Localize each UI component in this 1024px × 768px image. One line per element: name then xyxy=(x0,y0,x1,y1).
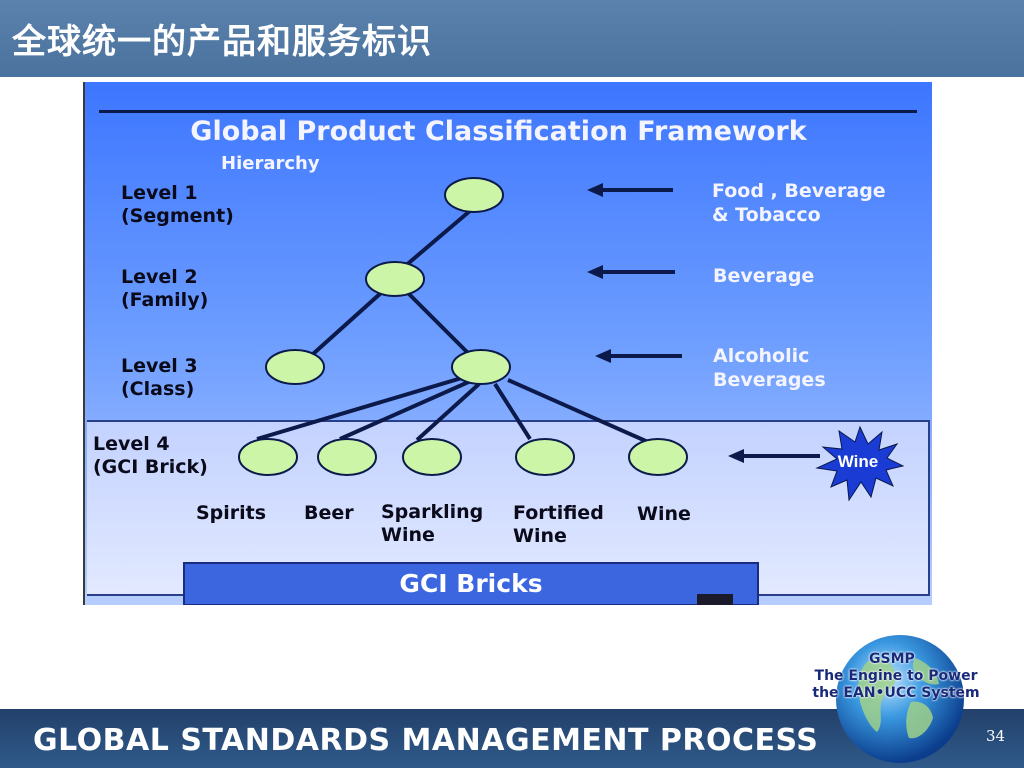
brick-label-sparkling-line2: Wine xyxy=(381,524,435,546)
level-4-name: Level 4 xyxy=(93,433,170,455)
gpc-diagram: Global Product Classification Framework … xyxy=(83,82,932,605)
level-1-name: Level 1 xyxy=(121,182,198,204)
brick-label-fortified-line2: Wine xyxy=(513,525,567,547)
node-brick-spirits xyxy=(238,438,298,476)
brick-label-beer: Beer xyxy=(304,502,354,525)
arrow-family-icon xyxy=(587,265,675,279)
node-level3-b xyxy=(451,349,511,385)
node-level2 xyxy=(365,261,425,297)
example-class-line1: Alcoholic xyxy=(713,345,810,367)
edge-l3-spirits xyxy=(256,375,466,441)
edge-l2-l3a xyxy=(311,290,384,356)
artifact-dark-spot xyxy=(697,594,733,605)
example-family: Beverage xyxy=(713,264,814,288)
example-segment-line1: Food , Beverage xyxy=(712,180,886,202)
brick-label-sparkling: Sparkling Wine xyxy=(381,501,483,547)
edge-l2-l3b xyxy=(405,290,469,354)
level-2-label: Level 2 (Family) xyxy=(121,266,208,312)
brick-label-fortified: Fortified Wine xyxy=(513,502,604,548)
brick-label-wine-line1: Wine xyxy=(637,503,691,525)
brick-label-fortified-line1: Fortified xyxy=(513,502,604,524)
level-4-sub: (GCI Brick) xyxy=(93,456,208,478)
edge-l3-beer xyxy=(339,378,474,441)
node-brick-sparkling xyxy=(402,438,462,476)
logo-line1: GSMP xyxy=(869,651,915,667)
level-1-label: Level 1 (Segment) xyxy=(121,182,234,228)
node-brick-beer xyxy=(317,438,377,476)
diagram-title: Global Product Classification Framework xyxy=(190,116,807,147)
logo-line2: The Engine to Power xyxy=(814,668,978,684)
edge-l1-l2 xyxy=(402,208,473,269)
example-family-line1: Beverage xyxy=(713,265,815,287)
example-segment: Food , Beverage & Tobacco xyxy=(712,179,886,227)
arrow-segment-icon xyxy=(587,183,673,197)
example-class-line2: Beverages xyxy=(713,369,826,391)
diagram-top-rule xyxy=(99,110,917,113)
footer-text: GLOBAL STANDARDS MANAGEMENT PROCESS xyxy=(33,723,819,758)
logo-line3: the EAN•UCC System xyxy=(812,685,980,701)
brick-label-wine: Wine xyxy=(637,503,691,526)
diagram-subtitle: Hierarchy xyxy=(221,153,320,174)
brick-label-spirits-line1: Spirits xyxy=(196,502,267,524)
gsmp-globe-logo xyxy=(836,635,964,763)
edge-l3-fortified xyxy=(493,382,532,441)
level-3-sub: (Class) xyxy=(121,378,195,400)
level-3-name: Level 3 xyxy=(121,355,198,377)
example-segment-line2: & Tobacco xyxy=(712,204,821,226)
level-1-sub: (Segment) xyxy=(121,205,234,227)
slide-title: 全球统一的产品和服务标识 xyxy=(12,22,432,62)
arrow-brick-icon xyxy=(728,449,820,463)
edge-l3-sparkling xyxy=(415,382,481,442)
level-3-label: Level 3 (Class) xyxy=(121,355,198,401)
page-number: 34 xyxy=(986,727,1006,745)
brick-label-beer-line1: Beer xyxy=(304,502,354,524)
level-2-name: Level 2 xyxy=(121,266,198,288)
brick-label-spirits: Spirits xyxy=(196,502,266,525)
star-label: Wine xyxy=(838,452,878,471)
gci-bricks-banner: GCI Bricks xyxy=(183,562,759,605)
arrow-class-icon xyxy=(595,349,682,363)
node-level1 xyxy=(444,177,504,213)
node-brick-wine xyxy=(628,438,688,476)
node-level3-a xyxy=(265,349,325,385)
edge-l3-wine xyxy=(507,378,649,444)
wine-starburst-icon xyxy=(815,425,905,502)
brick-label-sparkling-line1: Sparkling xyxy=(381,501,484,523)
title-bar: 全球统一的产品和服务标识 xyxy=(0,0,1024,77)
level-4-label: Level 4 (GCI Brick) xyxy=(93,433,208,479)
hierarchy-tree: Wine xyxy=(238,177,905,502)
example-class: Alcoholic Beverages xyxy=(713,344,826,392)
node-brick-fortified xyxy=(515,438,575,476)
level-2-sub: (Family) xyxy=(121,289,209,311)
